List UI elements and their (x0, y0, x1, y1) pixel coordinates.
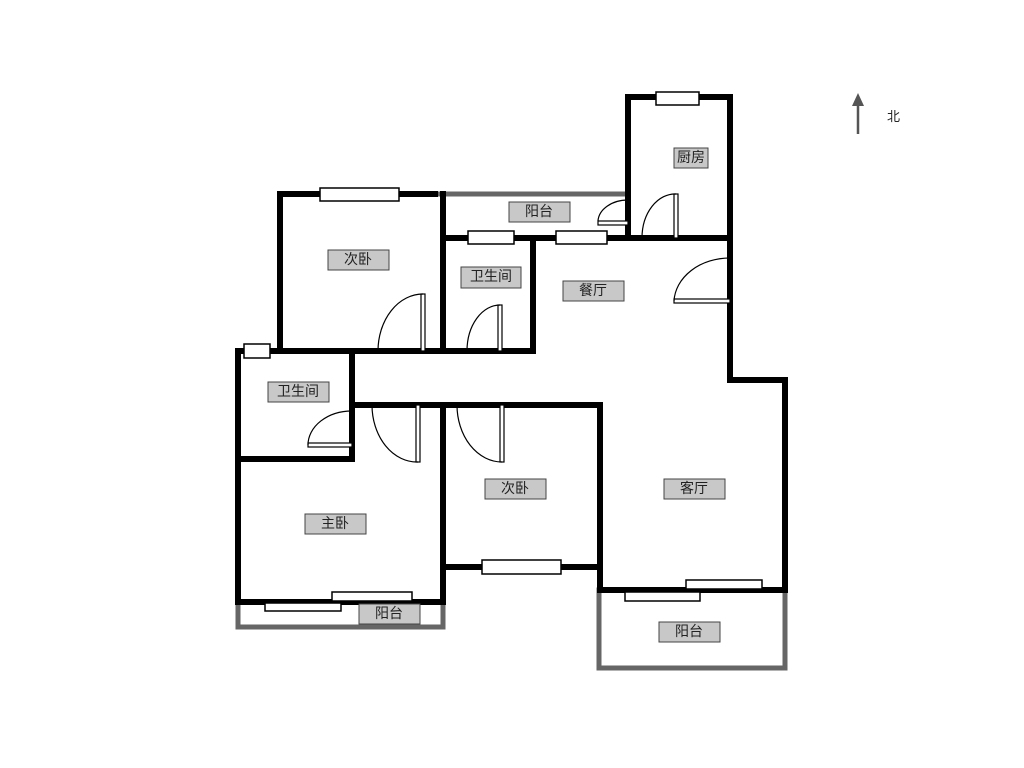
room-label-kitchen: 厨房 (673, 147, 709, 169)
door-bedroom-nw (377, 293, 426, 352)
north-arrow-icon (852, 93, 864, 134)
room-label-balcony-north: 阳台 (508, 201, 571, 223)
room-label-bedroom-nw: 次卧 (327, 249, 390, 271)
window (624, 591, 701, 602)
svg-text:次卧: 次卧 (501, 481, 529, 497)
window (467, 230, 515, 245)
svg-text:阳台: 阳台 (525, 204, 553, 220)
window (331, 591, 413, 602)
door-balcony (597, 199, 629, 226)
room-label-balcony-se: 阳台 (658, 621, 721, 643)
svg-text:主卧: 主卧 (321, 516, 349, 532)
window (685, 579, 763, 590)
room-label-bathroom-west: 卫生间 (267, 381, 330, 403)
door-bathroom-north (466, 304, 503, 352)
svg-text:卫生间: 卫生间 (277, 384, 319, 400)
window (243, 343, 271, 359)
room-label-living: 客厅 (663, 478, 726, 500)
room-label-dining: 餐厅 (562, 280, 625, 302)
svg-text:客厅: 客厅 (680, 480, 708, 497)
window (555, 230, 608, 245)
doors (307, 193, 731, 463)
door-bathroom-west (307, 410, 353, 448)
window (264, 602, 342, 612)
room-label-bedroom-south: 次卧 (484, 478, 547, 500)
door-entrance (673, 257, 731, 304)
svg-text:厨房: 厨房 (677, 150, 705, 166)
windows (243, 91, 763, 612)
balcony-walls (235, 191, 788, 671)
door-kitchen (641, 193, 679, 239)
north-label: 北 (887, 110, 900, 125)
svg-text:次卧: 次卧 (344, 252, 372, 268)
svg-text:阳台: 阳台 (675, 624, 703, 640)
window (481, 559, 562, 575)
room-label-balcony-sw: 阳台 (358, 603, 421, 625)
room-label-master: 主卧 (304, 513, 367, 535)
room-label-bathroom-north: 卫生间 (460, 266, 522, 289)
svg-text:餐厅: 餐厅 (579, 283, 607, 299)
window (655, 91, 700, 106)
door-master (371, 404, 421, 463)
svg-text:卫生间: 卫生间 (470, 269, 512, 285)
door-bedroom-south (456, 404, 505, 463)
svg-text:阳台: 阳台 (375, 606, 403, 622)
window (319, 187, 400, 202)
